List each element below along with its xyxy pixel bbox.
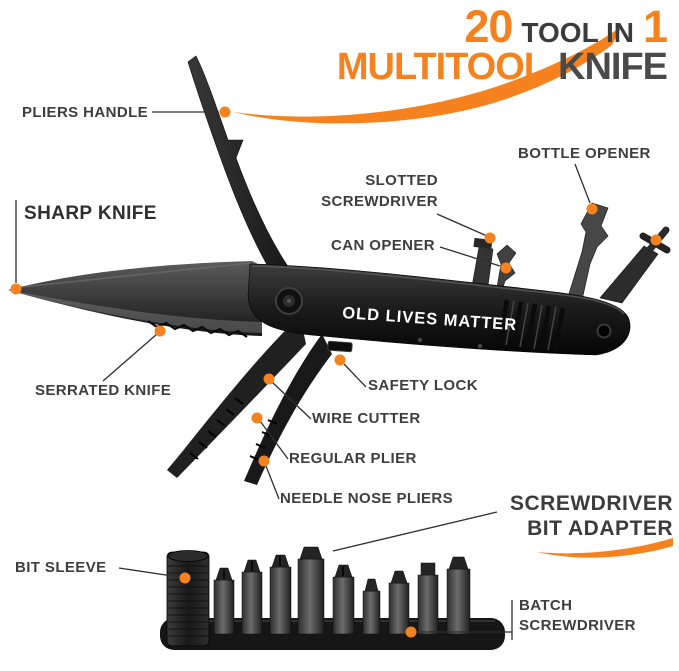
leader-bottle-opener — [574, 163, 591, 204]
callout-batch-line1: BATCH — [519, 597, 573, 614]
plier-teeth — [189, 397, 278, 461]
knife-blade — [8, 261, 262, 336]
leader-wire-cutter — [271, 381, 312, 420]
safety-lock-slider — [327, 340, 353, 353]
dot-batch-screwdriver — [405, 626, 417, 638]
leader-can-opener — [439, 246, 501, 267]
callout-can-opener: CAN OPENER — [331, 237, 436, 254]
pivot-screw-center — [287, 299, 291, 303]
callout-slotted-screwdriver: SLOTTED SCREWDRIVER — [321, 170, 438, 212]
bit-2-phillips — [241, 559, 263, 635]
callout-sharp-knife: SHARP KNIFE — [24, 203, 157, 224]
header-line-2: MULTITOOL KNIFE — [336, 46, 668, 88]
dot-slotted-screwdriver — [484, 232, 496, 244]
callout-bit-sleeve: BIT SLEEVE — [15, 559, 107, 576]
leader-batch-screwdriver — [416, 600, 513, 640]
leader-bit-sleeve — [118, 567, 180, 578]
dot-wire-cutter — [263, 373, 275, 385]
tool-count: 20 — [464, 1, 513, 52]
callout-serrated-knife: SERRATED KNIFE — [35, 382, 172, 399]
bit-3-phillips — [269, 554, 292, 635]
plier-jaw-upper — [167, 316, 306, 478]
knife-handle — [247, 263, 631, 356]
handle-grip-ridges — [496, 299, 566, 351]
adapter-underline-swoosh — [537, 538, 673, 558]
plier-jaw-lower — [244, 334, 332, 485]
callout-needle-nose-pliers: NEEDLE NOSE PLIERS — [280, 490, 454, 507]
multitool-knife: OLD LIVES MATTER — [8, 55, 671, 485]
bit-set — [160, 546, 505, 650]
callout-wire-cutter: WIRE CUTTER — [312, 410, 421, 427]
bit-9-slotted — [446, 556, 471, 635]
header: 20 TOOL IN 1 MULTITOOL KNIFE — [336, 1, 668, 89]
blade-bevel — [8, 290, 262, 333]
dot-phillips-bit — [650, 234, 662, 246]
dot-safety-lock — [334, 354, 346, 366]
dot-serrated-knife — [154, 325, 166, 337]
dot-bottle-opener — [586, 203, 598, 215]
bit-4-slotted-wide — [297, 546, 325, 635]
callout-batch-screwdriver: BATCH SCREWDRIVER — [519, 596, 636, 636]
dot-sharp-knife — [10, 283, 22, 295]
leader-safety-lock — [343, 363, 367, 388]
serrated-edge — [147, 320, 248, 338]
bit-sleeve-top — [167, 550, 209, 562]
blade-spine-highlight — [11, 262, 251, 289]
callout-batch-line2: SCREWDRIVER — [519, 617, 636, 634]
leader-lines — [15, 111, 591, 640]
handle-screw-2 — [477, 343, 483, 349]
callout-slotted-line1: SLOTTED — [365, 172, 438, 189]
handle-grip-ridges-light — [505, 300, 557, 351]
callout-dots — [10, 106, 662, 638]
bottle-opener-tool — [567, 202, 609, 301]
tool-in-text: TOOL IN — [521, 17, 634, 48]
leader-slotted-screwdriver — [436, 213, 488, 237]
title-knife: KNIFE — [558, 46, 668, 88]
dot-regular-plier — [251, 412, 263, 424]
header-line-1: 20 TOOL IN 1 — [337, 1, 668, 52]
dot-pliers-handle — [219, 106, 231, 118]
callout-safety-lock: SAFETY LOCK — [368, 377, 478, 394]
bit-5-torx — [332, 564, 355, 635]
callout-adapter-line2: BIT ADAPTER — [527, 517, 673, 540]
pliers-top-handle — [187, 55, 316, 298]
leader-needle-nose — [265, 465, 280, 500]
bit-1-phillips — [213, 567, 235, 635]
callout-bottle-opener: BOTTLE OPENER — [518, 145, 651, 162]
title-multitool: MULTITOOL — [336, 46, 547, 88]
callout-pliers-handle: PLIERS HANDLE — [22, 104, 149, 121]
leader-regular-plier — [259, 420, 289, 460]
dot-bit-sleeve — [179, 572, 191, 584]
handle-top-highlight — [251, 265, 625, 315]
callout-screwdriver-bit-adapter: SCREWDRIVER BIT ADAPTER — [510, 491, 673, 541]
callout-slotted-line2: SCREWDRIVER — [321, 193, 438, 210]
bit-6-slotted-small — [362, 578, 381, 635]
tool-count-one: 1 — [642, 1, 668, 52]
title-swoosh — [233, 26, 622, 124]
callout-adapter-line1: SCREWDRIVER — [509, 492, 673, 515]
leader-serrated-knife — [102, 333, 158, 382]
callout-regular-plier: REGULAR PLIER — [289, 450, 417, 467]
bit-7-slotted — [388, 570, 410, 635]
phillips-bit-tool — [599, 245, 659, 304]
dot-can-opener — [500, 262, 512, 274]
handle-screw-1 — [417, 337, 423, 343]
bit-8-hex — [417, 562, 439, 635]
lanyard-hole — [596, 323, 612, 339]
dot-needle-nose — [258, 455, 270, 467]
leader-bit-adapter — [332, 511, 498, 552]
